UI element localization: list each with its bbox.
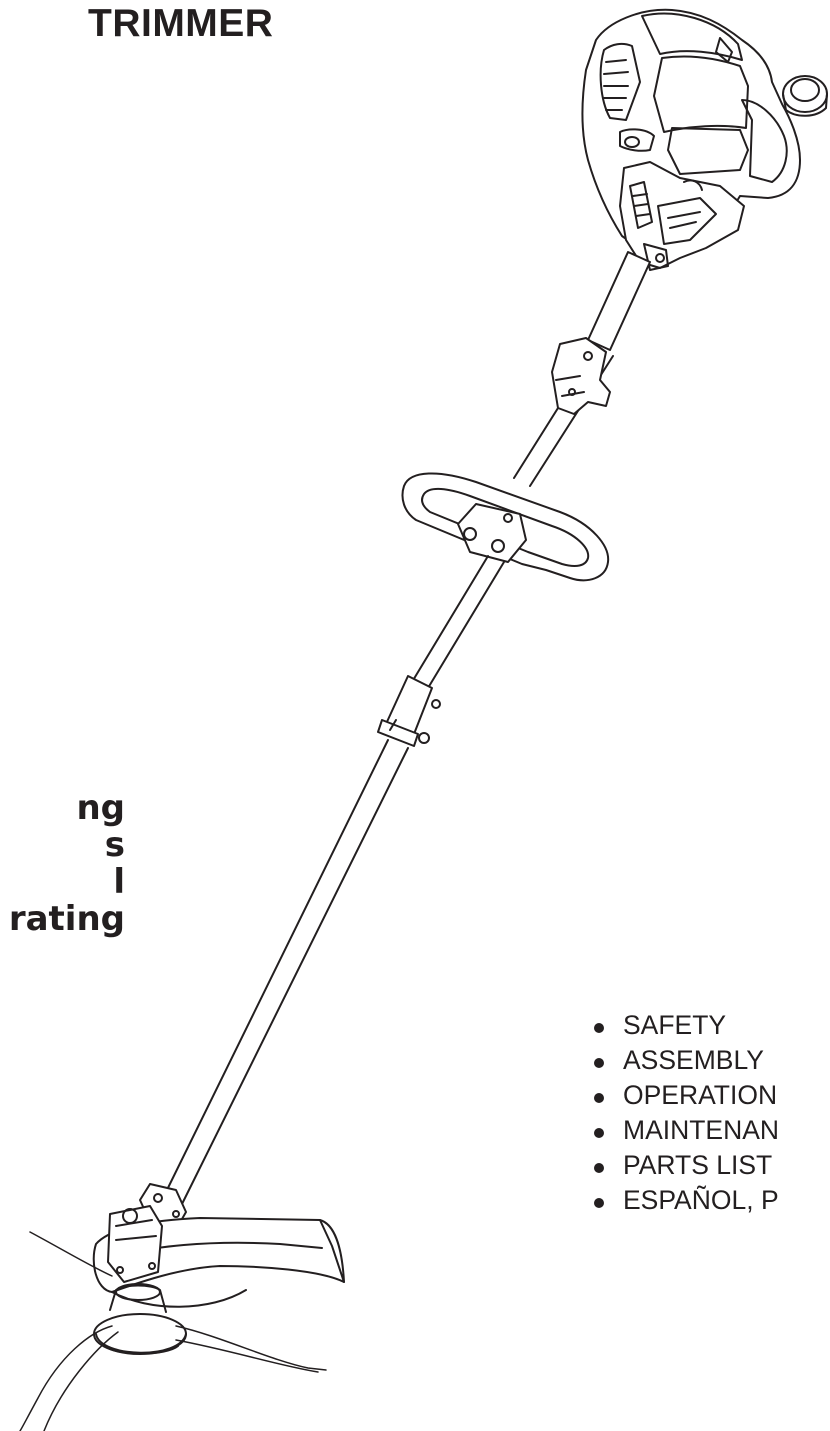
trimmer-spool: [93, 1283, 187, 1355]
contents-item-maintenance: MAINTENAN: [594, 1113, 779, 1148]
fuel-cap: [782, 75, 828, 117]
contents-item-espanol: ESPAÑOL, P: [594, 1183, 779, 1218]
warning-line: rating: [8, 899, 125, 939]
lower-shaft: [163, 739, 409, 1205]
trigger-clamp: [551, 337, 611, 415]
contents-item-parts-list: PARTS LIST: [594, 1148, 779, 1183]
warning-text-block: ng s l rating: [0, 790, 125, 938]
throttle-housing: [619, 161, 745, 271]
shaft-coupler: [377, 675, 441, 747]
contents-item-safety: SAFETY: [594, 1008, 779, 1043]
warning-line: l: [113, 862, 125, 902]
page-title: TRIMMER: [88, 2, 274, 45]
drive-housing: [107, 1205, 163, 1283]
contents-item-assembly: ASSEMBLY: [594, 1043, 779, 1078]
warning-line: ng: [76, 788, 125, 828]
contents-item-operation: OPERATION: [594, 1078, 779, 1113]
trimmer-line: [19, 1231, 327, 1431]
contents-list: SAFETY ASSEMBLY OPERATION MAINTENAN PART…: [594, 1008, 779, 1218]
loop-handle: [401, 472, 610, 582]
middle-shaft: [411, 555, 505, 689]
warning-line: s: [104, 825, 125, 865]
